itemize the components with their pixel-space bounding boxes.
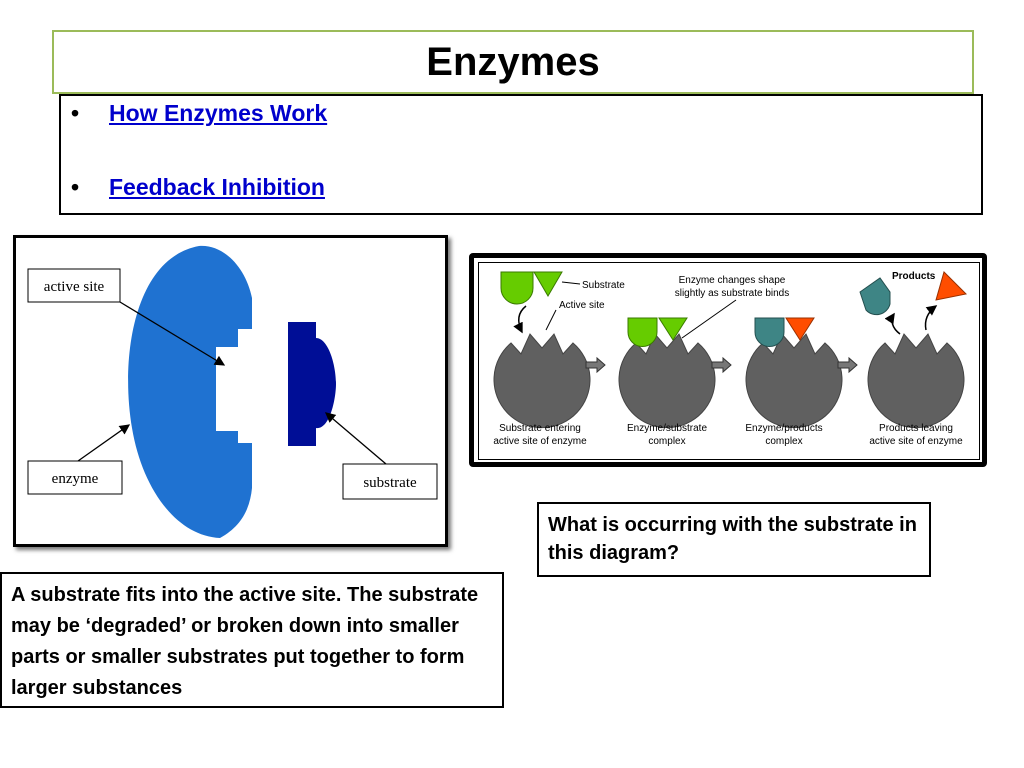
enzyme-1 [493,333,591,429]
links-box: • How Enzymes Work • Feedback Inhibition [59,94,983,215]
how-enzymes-work-link[interactable]: How Enzymes Work [109,100,328,126]
enzyme-2 [618,333,716,429]
answer-text: A substrate fits into the active site. T… [11,584,479,699]
caption-step1-line2: active site of enzyme [493,436,587,447]
caption-step1-line1: Substrate entering [499,423,581,434]
enzyme-4 [867,333,965,429]
caption-step2-line2: complex [648,436,685,447]
active-site-label: active site [44,279,105,295]
caption-step4-line2: active site of enzyme [869,436,963,447]
substrate-shape [288,322,336,446]
shape-change-label-1: Enzyme changes shape [679,275,786,286]
enzyme-label: enzyme [52,471,99,487]
page-title: Enzymes [426,39,600,84]
enzyme-reaction-graphic: Substrate Active site Enzyme changes sha… [493,271,968,447]
caption-step4-line1: Products leaving [879,423,953,434]
shape-change-label-2: slightly as substrate binds [675,288,790,299]
title-box: Enzymes [52,30,974,94]
enzyme-shape [128,245,252,538]
question-text: What is occurring with the substrate in … [548,514,917,564]
enzyme-substrate-diagram: active site enzyme substrate [13,235,448,547]
feedback-inhibition-link[interactable]: Feedback Inhibition [109,174,325,200]
enzyme-reaction-diagram: Substrate Active site Enzyme changes sha… [469,253,987,467]
active-site-callout: Active site [559,300,605,311]
caption-step3-line2: complex [765,436,802,447]
enzyme-substrate-graphic: active site enzyme substrate [27,245,438,538]
substrate-callout: Substrate [582,280,625,291]
products-label: Products [892,271,936,282]
enzyme-3 [745,333,843,429]
active-site-notch [216,347,238,431]
caption-step2-line1: Enzyme/substrate [627,423,707,434]
diagram-frame [478,262,980,460]
caption-step3-line1: Enzyme/products [745,423,822,434]
answer-box: A substrate fits into the active site. T… [0,572,504,708]
bullet: • [71,100,80,126]
substrate-label: substrate [363,475,417,491]
bullet: • [71,174,80,200]
question-box: What is occurring with the substrate in … [537,502,931,577]
